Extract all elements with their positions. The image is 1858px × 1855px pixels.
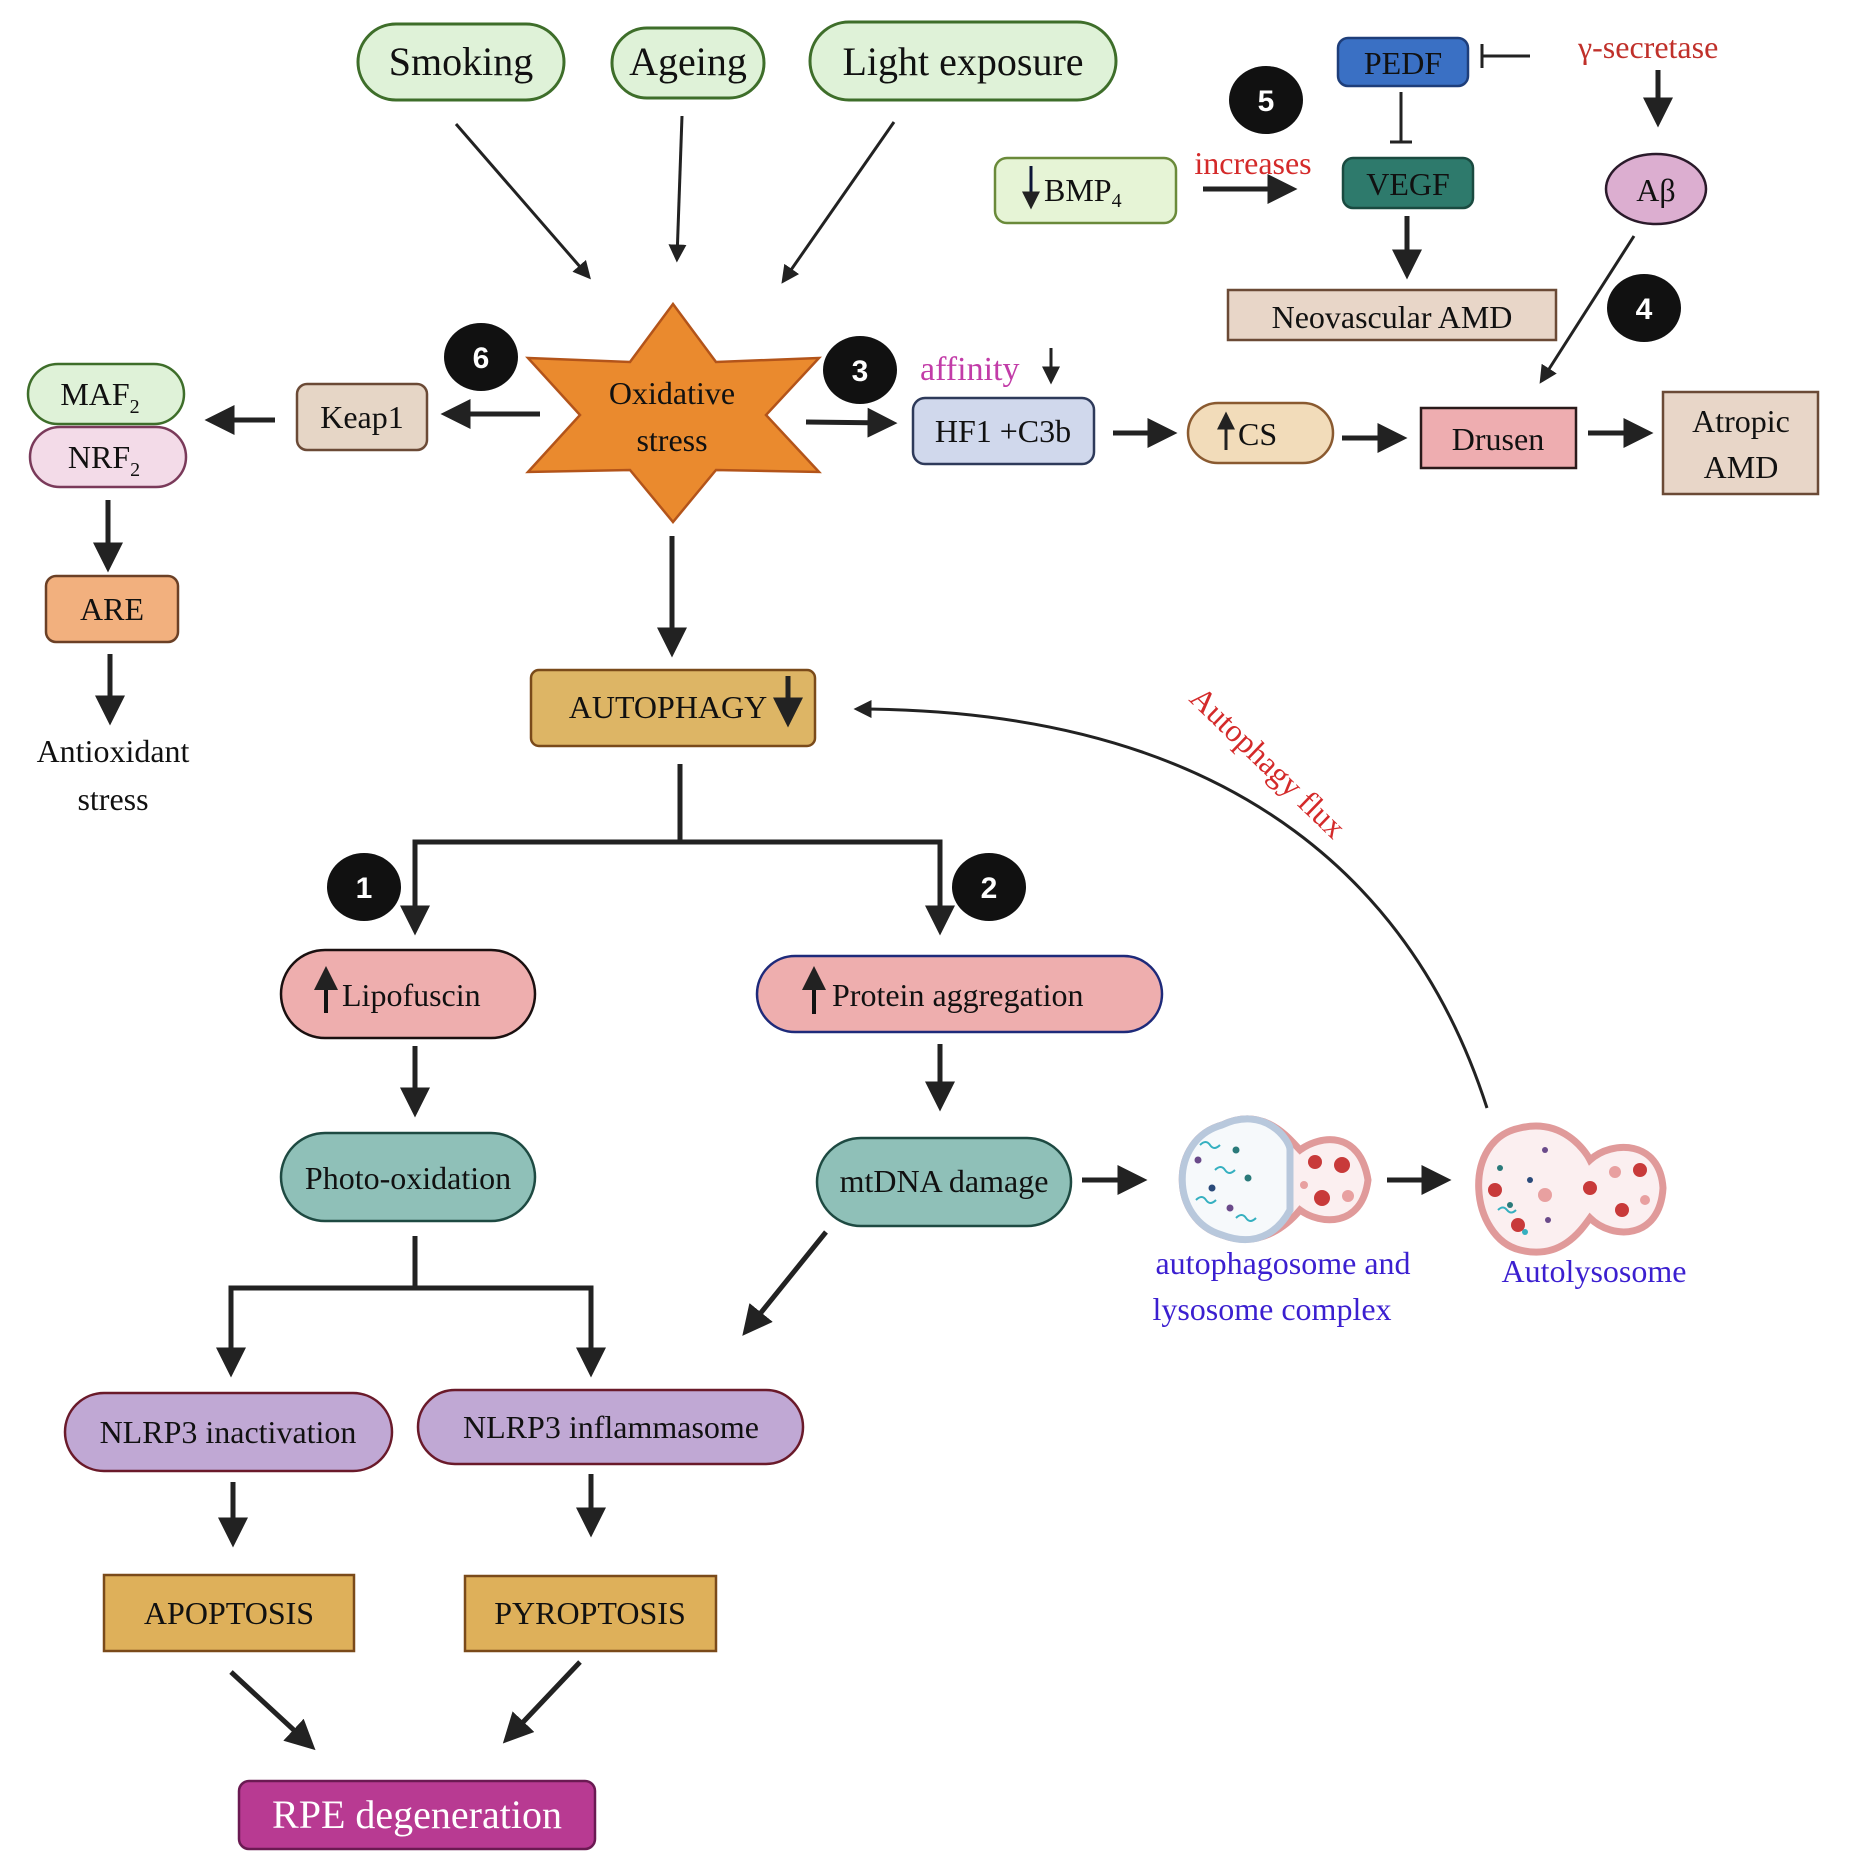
abeta-label: Aβ (1636, 172, 1675, 208)
protein-aggregation-pill: Protein aggregation (755, 954, 1164, 1034)
atropic-line1: Atropic (1692, 403, 1790, 439)
autophagy-flux-arrow (853, 700, 1489, 1109)
autophagosome-lysosome-complex-icon (1178, 1115, 1372, 1244)
increases-label: increases (1194, 145, 1311, 181)
trigger-smoking-label: Smoking (389, 39, 533, 84)
arrow-mtdna-to-inflammasome (742, 1230, 828, 1336)
trigger-smoking: Smoking (356, 22, 566, 102)
oxidative-stress-line1: Oxidative (609, 375, 735, 411)
pedf-box: PEDF (1336, 36, 1470, 88)
neovascular-amd-label: Neovascular AMD (1272, 299, 1513, 335)
badge-4-label: 4 (1636, 293, 1653, 326)
badge-2-label: 2 (981, 872, 998, 905)
complex-label-line2: lysosome complex (1152, 1291, 1391, 1327)
arrow-ageing-to-stress (668, 115, 687, 263)
maf2-pill: MAF2 (26, 362, 186, 426)
badge-2: 2 (952, 853, 1026, 921)
pedf-label: PEDF (1364, 45, 1442, 81)
hf1-c3b-box: HF1 +C3b (911, 396, 1096, 466)
nrf2-label: NRF2 (68, 439, 140, 481)
abeta-ellipse: Aβ (1604, 152, 1708, 226)
lipofuscin-pill: Lipofuscin (279, 948, 537, 1040)
badge-5: 5 (1229, 66, 1303, 134)
nlrp3-inflammasome-pill: NLRP3 inflammasome (416, 1388, 805, 1466)
keap1-label: Keap1 (320, 399, 404, 435)
autophagy-branch-line (412, 839, 943, 920)
autophagy-box: AUTOPHAGY (529, 668, 817, 748)
arrow-pyroptosis-to-rpe (502, 1660, 582, 1744)
arrow-apoptosis-to-rpe (229, 1670, 316, 1751)
badge-3: 3 (823, 336, 897, 404)
are-box: ARE (44, 574, 180, 644)
complex-label-line1: autophagosome and (1155, 1245, 1410, 1281)
rpe-degeneration-box: RPE degeneration (237, 1779, 597, 1851)
pyroptosis-box: PYROPTOSIS (463, 1574, 718, 1653)
lipofuscin-label: Lipofuscin (342, 977, 481, 1013)
arrow-smoking-to-stress (454, 123, 591, 280)
autolysosome-icon (1475, 1122, 1667, 1256)
apoptosis-label: APOPTOSIS (144, 1595, 314, 1631)
oxidative-stress-star: Oxidative stress (525, 301, 822, 524)
badge-6: 6 (444, 323, 518, 391)
nlrp3-inactivation-label: NLRP3 inactivation (100, 1414, 357, 1450)
drusen-label: Drusen (1452, 421, 1544, 457)
neovascular-amd-box: Neovascular AMD (1226, 288, 1558, 342)
mtdna-damage-pill: mtDNA damage (815, 1136, 1073, 1228)
badge-1: 1 (327, 853, 401, 921)
badge-6-label: 6 (473, 342, 490, 375)
antioxidant-line2: stress (77, 781, 148, 817)
nrf2-pill: NRF2 (28, 425, 188, 489)
badge-5-label: 5 (1258, 85, 1275, 118)
photo-oxidation-pill: Photo-oxidation (279, 1131, 537, 1223)
atropic-amd-box: Atropic AMD (1661, 390, 1820, 496)
badge-1-label: 1 (356, 872, 373, 905)
atropic-line2: AMD (1704, 449, 1779, 485)
cs-pill: CS (1186, 401, 1335, 465)
protein-aggregation-label: Protein aggregation (832, 977, 1083, 1013)
antioxidant-line1: Antioxidant (37, 733, 190, 769)
trigger-ageing-label: Ageing (629, 39, 747, 84)
autophagy-label: AUTOPHAGY (569, 689, 768, 725)
vegf-label: VEGF (1366, 166, 1450, 202)
arrow-abeta-to-drusen (1539, 235, 1636, 384)
photo-branch-line (228, 1285, 594, 1360)
badge-4: 4 (1607, 274, 1681, 342)
affinity-label: affinity (920, 351, 1019, 388)
badge-3-label: 3 (852, 355, 869, 388)
gamma-secretase-label: γ-secretase (1577, 29, 1718, 65)
trigger-ageing: Ageing (610, 26, 766, 100)
mtdna-damage-label: mtDNA damage (840, 1163, 1049, 1199)
arrow-stress-to-hf1 (805, 407, 898, 438)
photo-oxidation-label: Photo-oxidation (305, 1160, 511, 1196)
keap1-box: Keap1 (295, 382, 429, 452)
arrow-light-to-stress (781, 121, 896, 284)
trigger-light-exposure: Light exposure (808, 20, 1118, 102)
oxidative-stress-line2: stress (636, 422, 707, 458)
apoptosis-box: APOPTOSIS (102, 1573, 356, 1653)
autophagy-flux-label: Autophagy flux (1183, 679, 1353, 845)
drusen-box: Drusen (1419, 406, 1578, 470)
vegf-box: VEGF (1341, 156, 1475, 210)
maf2-label: MAF2 (60, 376, 139, 418)
cs-label: CS (1238, 416, 1277, 452)
nlrp3-inactivation-pill: NLRP3 inactivation (63, 1391, 394, 1473)
autolysosome-label: Autolysosome (1502, 1253, 1687, 1289)
pyroptosis-label: PYROPTOSIS (494, 1595, 685, 1631)
are-label: ARE (80, 591, 144, 627)
bmp4-box: BMP4 (993, 156, 1178, 225)
trigger-light-exposure-label: Light exposure (842, 39, 1083, 84)
bmp4-label: BMP4 (1044, 172, 1122, 212)
nlrp3-inflammasome-label: NLRP3 inflammasome (463, 1409, 759, 1445)
rpe-degeneration-label: RPE degeneration (272, 1792, 562, 1837)
hf1-c3b-label: HF1 +C3b (935, 413, 1071, 449)
